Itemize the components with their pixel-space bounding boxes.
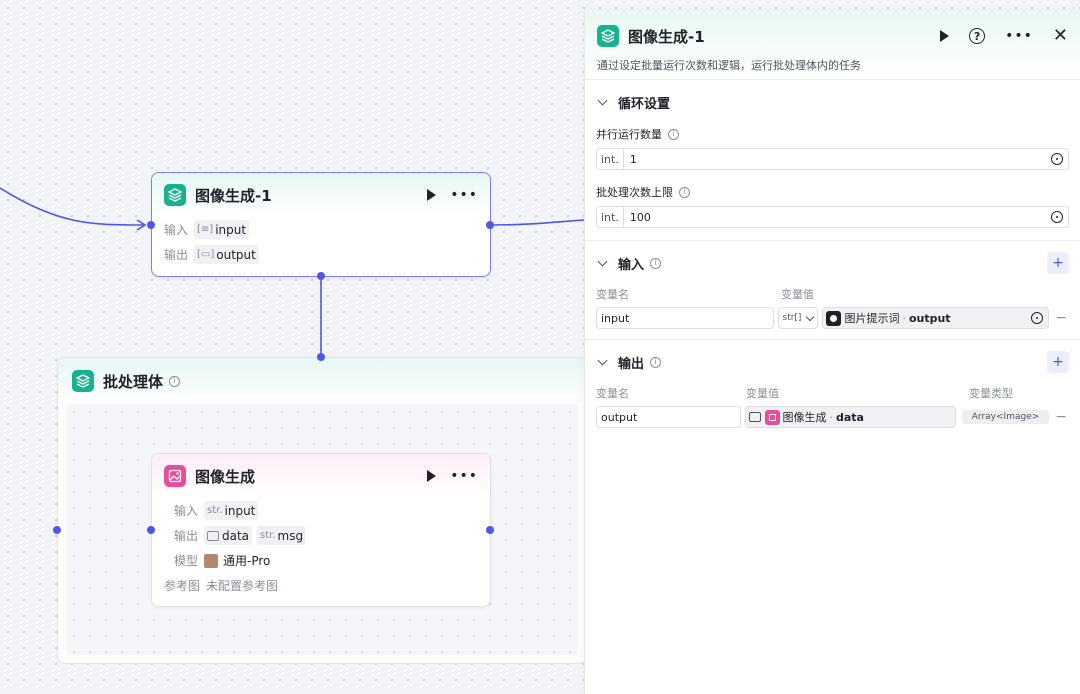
- layers-icon: [72, 370, 94, 392]
- variable-ref-icon[interactable]: [1031, 312, 1044, 324]
- run-node-button[interactable]: [427, 189, 437, 201]
- chevron-down-icon: [597, 256, 608, 267]
- col-var-value: 变量值: [746, 387, 779, 400]
- output-msg-tag: str.msg: [257, 526, 307, 545]
- parallel-value[interactable]: 1: [629, 152, 637, 166]
- edge-incoming: [0, 187, 146, 226]
- image-gen-ref-row: 参考图 未配置参考图: [164, 579, 279, 593]
- layers-icon: [164, 184, 186, 206]
- more-options-icon[interactable]: •••: [450, 468, 478, 484]
- help-icon[interactable]: ?: [969, 28, 986, 44]
- int-type-prefix: int.: [597, 149, 624, 169]
- run-node-button[interactable]: [427, 470, 437, 482]
- info-icon[interactable]: i: [650, 257, 662, 269]
- panel-header: 图像生成-1 ? ••• ✕ 通过设定批量运行次数和逻辑，运行批处理体内的任务: [585, 10, 1080, 80]
- parallel-count-input[interactable]: int. 1: [596, 148, 1069, 170]
- limit-value[interactable]: 100: [629, 210, 651, 224]
- info-icon[interactable]: i: [650, 356, 662, 368]
- loop-node-in-port[interactable]: [147, 221, 155, 229]
- loop-settings-section: 循环设置 并行运行数量 i int. 1 批处理次数上限 i int. 100: [585, 80, 1080, 241]
- loop-node-input-row: 输入 [≡]input: [152, 217, 490, 242]
- image-gen-header: 图像生成 •••: [152, 454, 490, 498]
- type-select[interactable]: str[]: [777, 307, 819, 329]
- image-type-icon: [207, 530, 219, 541]
- col-var-value: 变量值: [781, 288, 814, 301]
- output-header[interactable]: 输出 i +: [596, 340, 1069, 384]
- input-var-tag: str.input: [204, 501, 259, 520]
- workflow-canvas[interactable]: 图像生成-1 ••• 输入 [≡]input 输出 [▭]output 批处理体…: [0, 0, 587, 694]
- image-gen-output-row: 输出 data str.msg: [152, 523, 490, 548]
- remove-input-button[interactable]: −: [1055, 310, 1067, 326]
- more-options-icon[interactable]: •••: [1005, 28, 1033, 44]
- input-var-row: input str[] 图片提示词 · output −: [596, 307, 1069, 329]
- variable-ref-icon[interactable]: [1051, 153, 1063, 165]
- image-icon: [164, 465, 186, 487]
- input-header[interactable]: 输入 i +: [596, 241, 1069, 285]
- image-gen-model-row: 模型 通用-Pro: [174, 553, 271, 568]
- more-options-icon[interactable]: •••: [450, 187, 478, 203]
- output-ref-field[interactable]: 图像生成 · data: [744, 406, 956, 428]
- run-button[interactable]: [940, 30, 950, 42]
- output-section: 输出 i + 变量名 变量值 变量类型 output 图像生成 · data A…: [585, 340, 1080, 438]
- chevron-down-icon: [597, 355, 608, 366]
- output-var-name-field[interactable]: output: [596, 406, 741, 428]
- loop-node[interactable]: 图像生成-1 ••• 输入 [≡]input 输出 [▭]output: [151, 172, 491, 277]
- image-gen-out-port[interactable]: [486, 526, 494, 534]
- batch-title: 批处理体: [103, 372, 164, 391]
- info-icon[interactable]: i: [668, 128, 679, 140]
- array-type-icon: [≡]: [197, 224, 214, 235]
- array-type-icon: [▭]: [197, 249, 215, 260]
- config-panel: 图像生成-1 ? ••• ✕ 通过设定批量运行次数和逻辑，运行批处理体内的任务 …: [584, 10, 1080, 694]
- edge-incoming-arrow: [136, 219, 147, 231]
- input-section: 输入 i + 变量名 变量值 input str[] 图片提示词 · outpu…: [585, 241, 1080, 340]
- loop-settings-header[interactable]: 循环设置: [596, 80, 1069, 124]
- chevron-down-icon: [597, 95, 608, 106]
- output-var-row: output 图像生成 · data Array<Image> −: [596, 406, 1069, 428]
- info-icon[interactable]: i: [169, 375, 181, 387]
- loop-node-output-row: 输出 [▭]output: [152, 242, 490, 267]
- loop-node-title: 图像生成-1: [195, 186, 272, 205]
- batch-limit-input[interactable]: int. 100: [596, 206, 1069, 228]
- chevron-down-icon: [806, 312, 815, 321]
- limit-label: 批处理次数上限: [596, 186, 673, 199]
- image-gen-node[interactable]: 图像生成 ••• 输入 str.input 输出 data str.msg 模型…: [151, 453, 491, 607]
- ref-value: 未配置参考图: [206, 579, 279, 593]
- loop-node-header: 图像生成-1 •••: [152, 173, 490, 217]
- image-node-icon: [764, 409, 780, 425]
- output-var-tag: [▭]output: [194, 245, 259, 264]
- batch-header: 批处理体 i: [58, 358, 586, 404]
- model-value: 通用-Pro: [223, 554, 271, 568]
- input-var-tag: [≡]input: [194, 220, 250, 239]
- close-icon[interactable]: ✕: [1052, 25, 1068, 46]
- info-icon[interactable]: i: [679, 186, 690, 198]
- layers-icon: [597, 25, 619, 47]
- input-ref-field[interactable]: 图片提示词 · output: [822, 307, 1050, 329]
- output-type-badge: Array<Image>: [961, 410, 1050, 424]
- int-type-prefix: int.: [597, 207, 624, 227]
- loop-node-out-port[interactable]: [486, 221, 494, 229]
- model-avatar: [204, 553, 218, 568]
- add-output-button[interactable]: +: [1047, 351, 1069, 373]
- input-var-name-field[interactable]: input: [596, 307, 774, 329]
- loop-node-batch-port[interactable]: [317, 272, 325, 280]
- image-type-icon: [748, 412, 761, 422]
- variable-ref-icon[interactable]: [1051, 211, 1063, 223]
- col-var-type: 变量类型: [969, 387, 1013, 400]
- parallel-label: 并行运行数量: [596, 128, 662, 141]
- batch-top-port[interactable]: [317, 353, 325, 361]
- panel-title: 图像生成-1: [628, 27, 705, 46]
- output-data-tag: data: [204, 526, 253, 545]
- image-gen-in-port[interactable]: [147, 526, 155, 534]
- panel-description: 通过设定批量运行次数和逻辑，运行批处理体内的任务: [597, 59, 861, 72]
- batch-inner-in-port[interactable]: [53, 526, 61, 534]
- remove-output-button[interactable]: −: [1055, 409, 1067, 425]
- prompt-node-icon: [826, 310, 842, 326]
- image-gen-title: 图像生成: [195, 467, 256, 486]
- edge-outgoing: [489, 219, 584, 226]
- add-input-button[interactable]: +: [1047, 252, 1069, 274]
- col-var-name: 变量名: [596, 387, 629, 400]
- image-gen-input-row: 输入 str.input: [152, 498, 490, 523]
- col-var-name: 变量名: [596, 288, 629, 301]
